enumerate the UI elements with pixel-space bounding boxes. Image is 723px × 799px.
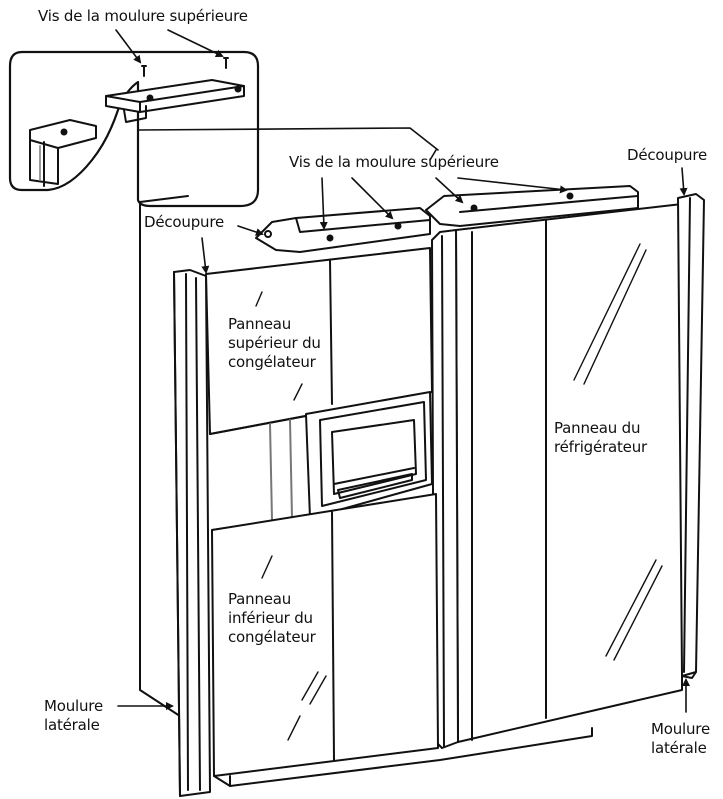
left-side-trim [173,269,211,797]
label-cutout-left: Découpure [144,213,225,231]
freezer-lower-line-3: congélateur [228,628,316,646]
freezer-upper-line-2: supérieur du [228,334,321,352]
fridge-panel-line-2: réfrigérateur [554,438,647,456]
leader-lines [115,29,690,713]
label-side-trim-left: Moulure latérale [44,697,103,735]
freezer-upper-line-1: Panneau [228,315,292,333]
label-top-trim-screws: Vis de la moulure supérieure [289,153,499,171]
label-freezer-upper-panel: Panneau supérieur du congélateur [228,315,321,372]
label-inset-top-trim-screws: Vis de la moulure supérieure [38,7,248,25]
label-freezer-lower-panel: Panneau inférieur du congélateur [228,590,316,647]
inset-callout [8,50,260,208]
side-trim-left-line-1: Moulure [44,697,103,715]
freezer-lower-line-1: Panneau [228,590,292,608]
side-trim-right-line-1: Moulure [651,720,710,738]
refrigerator-cabinet [139,185,683,787]
fridge-panel-line-1: Panneau du [554,419,641,437]
freezer-upper-line-3: congélateur [228,353,316,371]
freezer-lower-line-2: inférieur du [228,609,313,627]
label-refrigerator-panel: Panneau du réfrigérateur [554,419,647,457]
label-side-trim-right: Moulure latérale [651,720,710,758]
label-cutout-right: Découpure [627,146,708,164]
side-trim-left-line-2: latérale [44,716,100,734]
right-side-trim [677,193,705,679]
side-trim-right-line-2: latérale [651,739,707,757]
